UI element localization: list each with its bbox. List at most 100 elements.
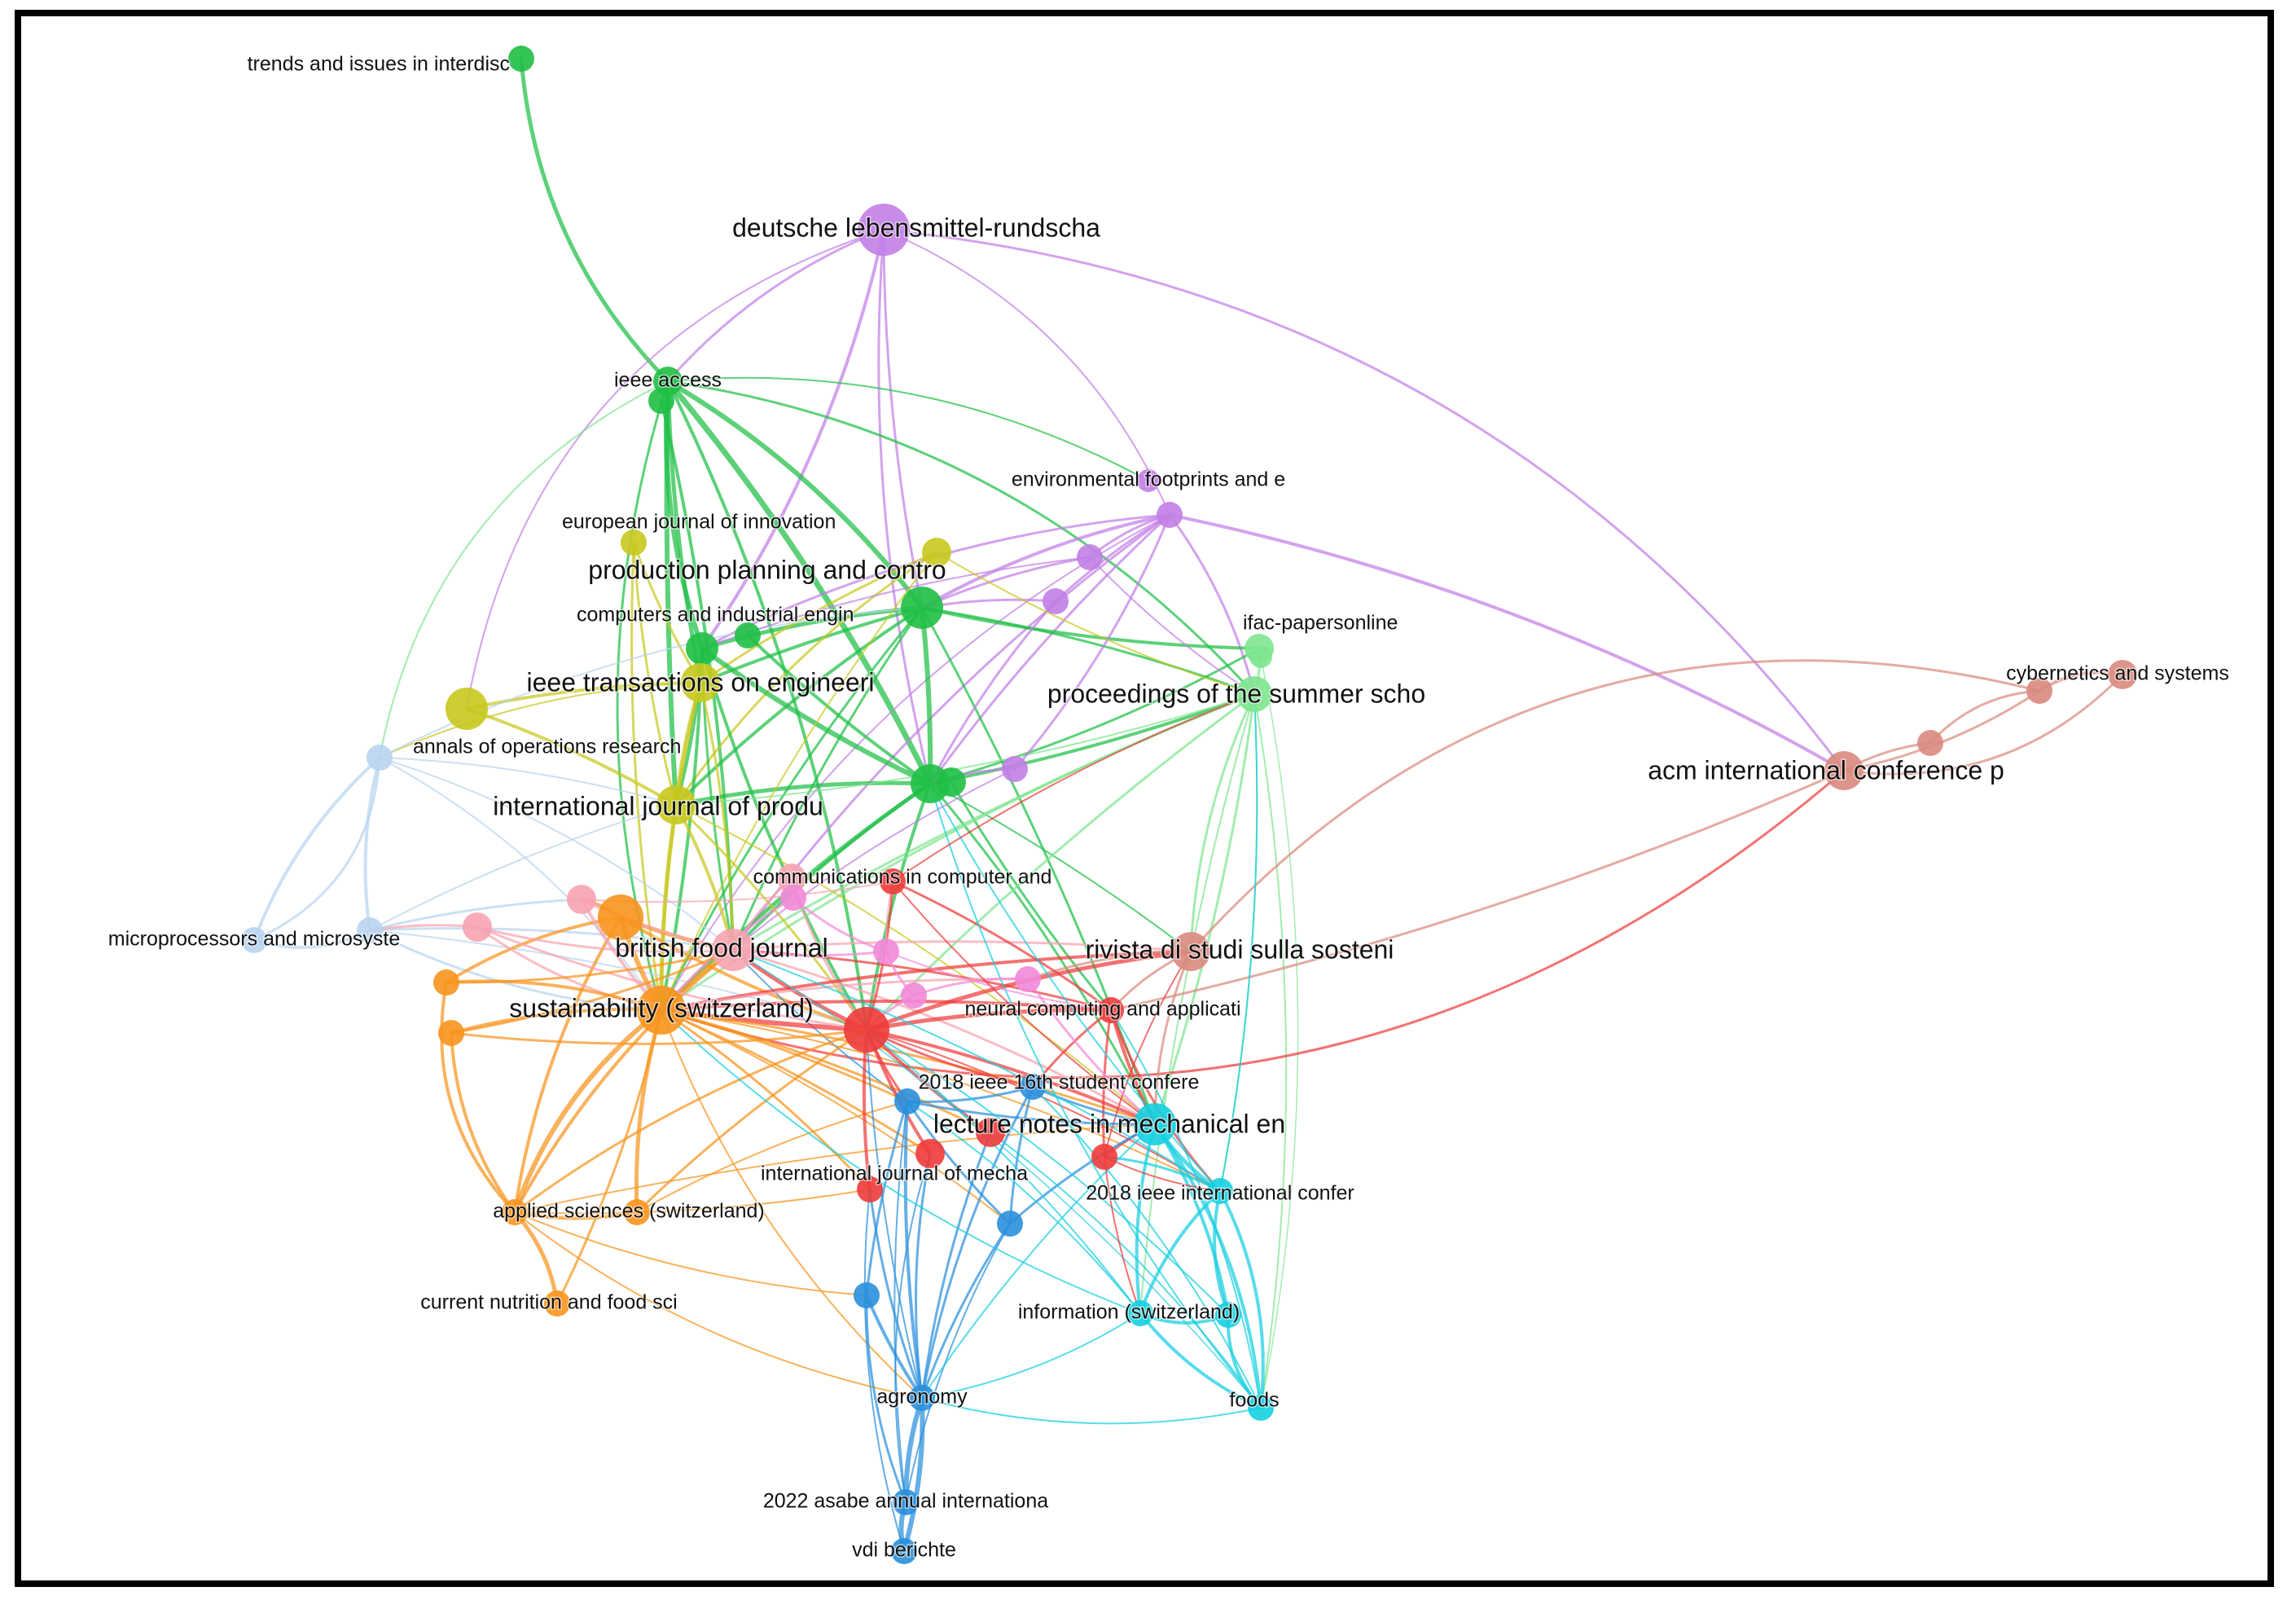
edge-layer [252, 56, 2124, 1554]
node-ppc[interactable] [901, 587, 943, 629]
node-ijpr[interactable] [656, 785, 696, 824]
node-pk1[interactable] [567, 885, 596, 914]
node-applsci[interactable] [502, 1199, 528, 1225]
edge-neural-r4 [1102, 1009, 1113, 1158]
edge-ieeetem-lb1 [379, 682, 701, 758]
edge-b3-asabe [905, 1223, 1011, 1503]
edge-b4-asabe [865, 1294, 907, 1504]
node-pk2[interactable] [463, 912, 492, 942]
edge-red1-c1 [866, 1029, 1221, 1192]
node-p2[interactable] [777, 864, 806, 893]
node-bfj[interactable] [712, 929, 754, 971]
label-agronomy: agronomy [876, 1386, 968, 1409]
edge-v3-summer [1089, 556, 1255, 695]
node-b2[interactable] [1020, 1074, 1046, 1100]
edge-rivista-r4 [1104, 951, 1192, 1158]
node-b3[interactable] [997, 1211, 1023, 1237]
node-r3[interactable] [915, 1139, 945, 1168]
edge-deut-access [666, 228, 885, 383]
node-asabe[interactable] [893, 1489, 919, 1515]
node-ifac2[interactable] [1249, 645, 1272, 668]
node-summer[interactable] [1236, 676, 1272, 712]
node-vdi[interactable] [891, 1538, 917, 1564]
edge-c1-info [1139, 1189, 1222, 1315]
node-g4[interactable] [937, 767, 966, 797]
edge-or3-b1 [636, 1101, 908, 1213]
label-lnme: lecture notes in mechanical en [933, 1109, 1285, 1138]
edge-g3-lnme [928, 782, 1157, 1126]
edge-ppc-bfj [731, 606, 924, 952]
edge-env2-ppc [920, 513, 1171, 609]
node-layer [241, 46, 2137, 1564]
node-mag3[interactable] [1015, 966, 1041, 992]
edge-applsci-ijmech [514, 1189, 871, 1215]
edge-summer-lnme [1153, 692, 1256, 1126]
edge-cie-g3 [700, 646, 933, 786]
node-envfoot[interactable] [1137, 469, 1160, 492]
node-lb1[interactable] [367, 745, 393, 771]
edge-info-b1 [907, 1101, 1141, 1314]
node-cybern[interactable] [2108, 660, 2137, 689]
node-ccis[interactable] [880, 868, 906, 895]
node-lb2[interactable] [357, 917, 383, 943]
node-or3[interactable] [624, 1199, 650, 1225]
edge-g3-summer [928, 692, 1256, 785]
node-cie2[interactable] [735, 622, 761, 648]
node-or2[interactable] [438, 1020, 464, 1046]
node-r4[interactable] [1091, 1144, 1117, 1170]
node-neural[interactable] [1098, 997, 1124, 1023]
node-trends[interactable] [508, 46, 534, 72]
node-eurojinn[interactable] [621, 530, 647, 556]
node-access2[interactable] [648, 388, 674, 414]
node-euro2[interactable] [922, 538, 951, 567]
edge-applsci-or2 [450, 1031, 516, 1214]
node-foods[interactable] [1248, 1395, 1274, 1421]
node-or0[interactable] [598, 895, 643, 940]
node-ieeeint[interactable] [1207, 1178, 1233, 1204]
label-rivista: rivista di studi sulla sosteni [1086, 934, 1394, 964]
node-cie[interactable] [686, 632, 718, 665]
node-v5[interactable] [1002, 756, 1028, 782]
node-red1[interactable] [844, 1007, 889, 1053]
edge-euro2-summer [936, 552, 1255, 695]
label-ieeetem: ieee transactions on engineeri [527, 667, 875, 697]
node-acm2[interactable] [1917, 730, 1943, 756]
node-acm[interactable] [1824, 751, 1864, 790]
label-ieeeint: 2018 ieee international confer [1086, 1182, 1354, 1205]
node-micro[interactable] [241, 927, 267, 953]
edge-c1-bfj [732, 949, 1221, 1192]
node-c2[interactable] [1215, 1302, 1241, 1328]
node-v4[interactable] [1043, 588, 1069, 614]
edge-applsci-bfj [513, 948, 735, 1214]
node-cyb2[interactable] [2026, 678, 2052, 704]
edge-ijpr-lnme [675, 804, 1156, 1125]
edge-mag2-neural [885, 951, 1112, 1011]
node-env2[interactable] [1157, 502, 1183, 528]
node-mag1[interactable] [780, 885, 806, 911]
edge-lb2-sust [368, 929, 663, 1012]
node-or1[interactable] [433, 969, 459, 996]
node-mag4[interactable] [901, 982, 927, 1009]
node-cnfs[interactable] [544, 1290, 570, 1316]
node-v3[interactable] [1077, 544, 1103, 570]
node-r2[interactable] [976, 1118, 1005, 1147]
node-lnme[interactable] [1134, 1103, 1176, 1145]
node-sust[interactable] [637, 986, 686, 1035]
node-info[interactable] [1127, 1300, 1153, 1326]
node-annals[interactable] [446, 688, 488, 730]
node-ieee16[interactable] [894, 1088, 920, 1114]
edge-foods-g3 [929, 783, 1262, 1409]
edge-env2-summer [1168, 513, 1256, 696]
node-ijmech[interactable] [857, 1176, 883, 1202]
edge-g3-ifac [928, 647, 1261, 785]
node-ieeetem[interactable] [681, 663, 720, 702]
edge-pk2-bfj [476, 925, 735, 953]
node-deutsche[interactable] [858, 204, 910, 256]
label-foods: foods [1229, 1389, 1279, 1412]
node-b4[interactable] [854, 1282, 880, 1308]
node-mag2[interactable] [873, 938, 899, 965]
node-agronomy[interactable] [909, 1385, 935, 1411]
node-rivista[interactable] [1171, 932, 1210, 971]
edge-or1-bfj [445, 948, 735, 984]
